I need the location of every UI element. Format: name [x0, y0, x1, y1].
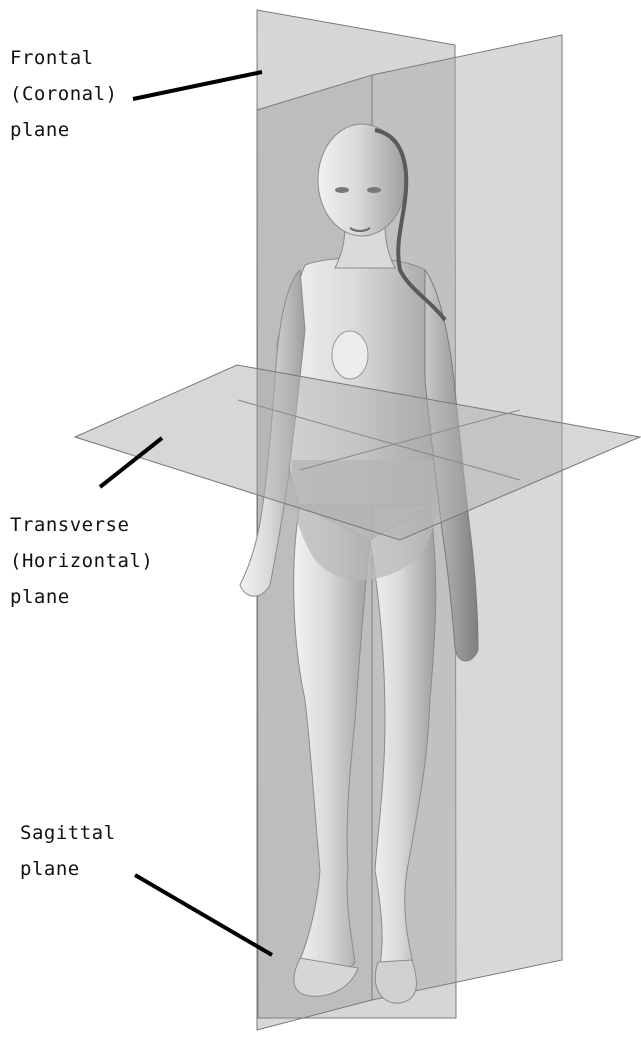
transverse-label-line-3: plane: [10, 579, 153, 615]
sagittal-plane-label: Sagittal plane: [20, 815, 116, 887]
frontal-label-line-1: Frontal: [10, 40, 117, 76]
sagittal-label-line-1: Sagittal: [20, 815, 116, 851]
frontal-leader-line: [133, 72, 262, 99]
sagittal-leader-line: [135, 875, 272, 955]
transverse-label-line-2: (Horizontal): [10, 543, 153, 579]
frontal-plane-label: Frontal (Coronal) plane: [10, 40, 117, 148]
transverse-plane-label: Transverse (Horizontal) plane: [10, 507, 153, 615]
frontal-label-line-3: plane: [10, 112, 117, 148]
transverse-label-line-1: Transverse: [10, 507, 153, 543]
frontal-label-line-2: (Coronal): [10, 76, 117, 112]
sagittal-label-line-2: plane: [20, 851, 116, 887]
